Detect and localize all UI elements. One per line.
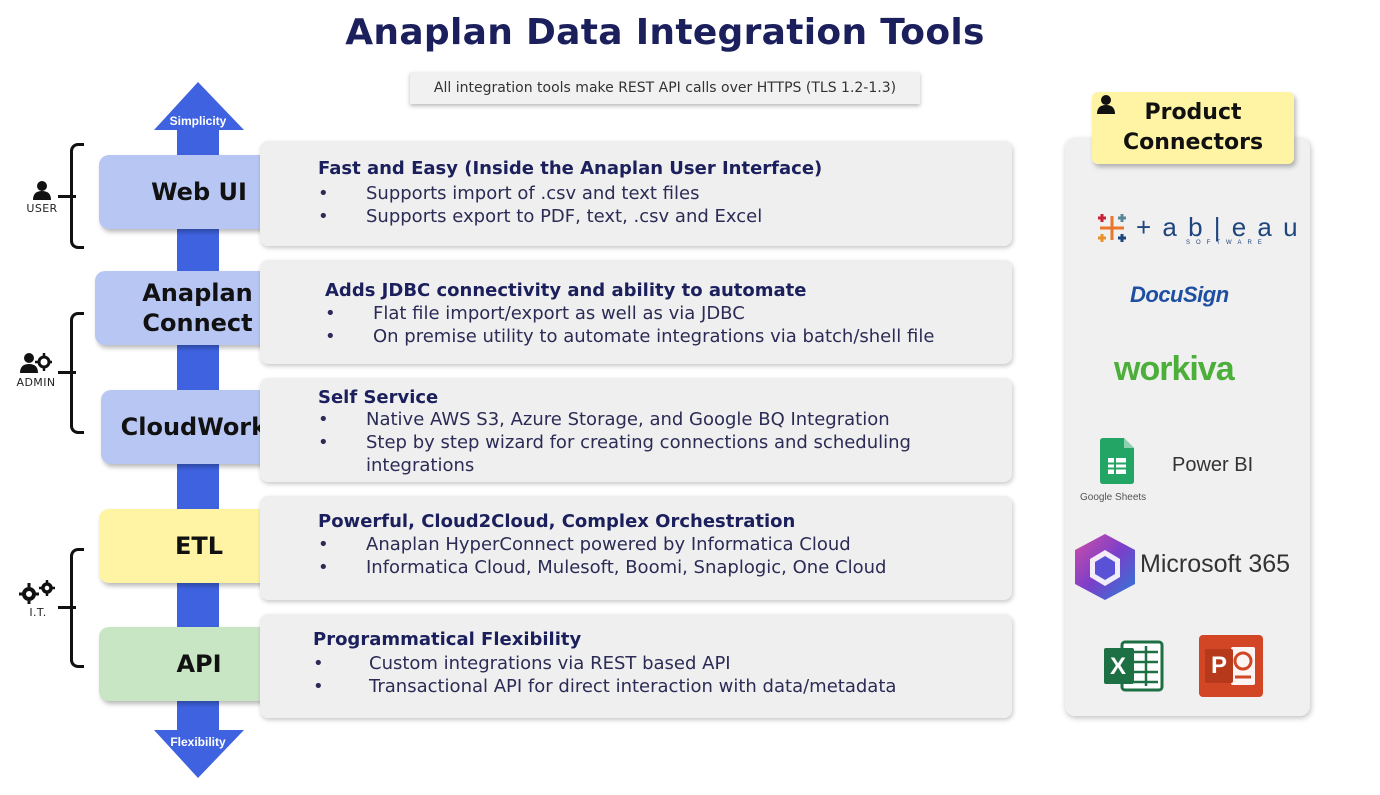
tool-bullets: Anaplan HyperConnect powered by Informat… [318,533,886,579]
page-title: Anaplan Data Integration Tools [345,12,985,53]
microsoft-365-logo: Microsoft 365 [1072,532,1310,602]
excel-icon [1104,640,1164,692]
tool-bullets: Flat file import/export as well as via J… [325,302,934,348]
user-bracket-tick [58,195,76,198]
docusign-logo: DocuSign [1130,282,1260,318]
bullet-item: Transactional API for direct interaction… [313,675,896,698]
role-label: ADMIN [16,376,56,389]
role-user: USER [12,180,72,215]
tool-heading: Fast and Easy (Inside the Anaplan User I… [318,158,823,179]
tool-description-etl: Powerful, Cloud2Cloud, Complex Orchestra… [260,496,1012,600]
powerpoint-icon [1199,635,1263,697]
microsoft-365-icon [1075,534,1135,600]
tableau-subtext: SOFTWARE [1186,240,1268,246]
admin-bracket-tick [58,371,76,374]
tool-description-cloudworks: Self Service Native AWS S3, Azure Storag… [260,378,1012,482]
tool-description-api: Programmatical Flexibility Custom integr… [260,614,1012,718]
tool-heading: Programmatical Flexibility [313,629,582,650]
role-it: I.T. [8,580,68,619]
google-sheets-icon [1100,438,1134,484]
microsoft-365-wordmark: Microsoft 365 [1140,550,1291,578]
bullet-item: Anaplan HyperConnect powered by Informat… [318,533,886,556]
tool-heading: Powerful, Cloud2Cloud, Complex Orchestra… [318,511,796,532]
flexibility-label: Flexibility [170,735,226,749]
role-label: USER [26,202,58,215]
tool-bullets: Custom integrations via REST based API T… [313,652,896,698]
it-bracket-tick [58,606,76,609]
bullet-item: Step by step wizard for creating connect… [318,431,948,477]
google-sheets-wordmark: Google Sheets [1080,492,1147,503]
bullet-item: Custom integrations via REST based API [313,652,896,675]
bullet-item: Native AWS S3, Azure Storage, and Google… [318,408,948,431]
tableau-icon [1098,214,1126,242]
user-icon [1097,95,1115,114]
tableau-wordmark: + a b | e a u [1136,212,1300,242]
power-bi-logo: Power BI [1172,454,1282,482]
arrow-head-down [154,730,244,778]
product-connectors-panel [1065,138,1310,716]
subtitle-banner: All integration tools make REST API call… [410,72,920,104]
google-sheets-logo: Google Sheets [1080,438,1164,508]
excel-letter: X [1110,653,1127,680]
user-icon [33,181,51,200]
bullet-item: Flat file import/export as well as via J… [325,302,934,325]
workiva-wordmark: workiva [1114,350,1235,388]
tool-description-anaplan-connect: Adds JDBC connectivity and ability to au… [260,260,1012,364]
admin-gear-icon [20,353,52,373]
tool-bullets: Supports import of .csv and text files S… [318,182,762,228]
excel-logo: X [1104,640,1164,692]
tool-bullets: Native AWS S3, Azure Storage, and Google… [318,408,948,477]
bullet-item: Supports export to PDF, text, .csv and E… [318,205,762,228]
powerpoint-letter: P [1211,652,1228,679]
tableau-logo: + a b | e a u SOFTWARE [1094,210,1298,250]
bullet-item: On premise utility to automate integrati… [325,325,934,348]
gears-icon [19,580,55,604]
powerpoint-logo: P [1199,635,1263,697]
power-bi-wordmark: Power BI [1172,454,1254,476]
tool-description-web-ui: Fast and Easy (Inside the Anaplan User I… [260,141,1012,246]
arrow-head-up [154,82,244,130]
workiva-logo: workiva [1114,350,1264,390]
tool-heading: Self Service [318,387,439,408]
bullet-item: Informatica Cloud, Mulesoft, Boomi, Snap… [318,556,886,579]
docusign-wordmark: DocuSign [1130,282,1229,307]
tool-heading: Adds JDBC connectivity and ability to au… [325,280,807,301]
role-label: I.T. [29,606,47,619]
product-connectors-title-text: Product Connectors [1122,100,1264,155]
bullet-item: Supports import of .csv and text files [318,182,762,205]
simplicity-label: Simplicity [170,114,227,128]
product-connectors-title: Product Connectors [1092,92,1294,164]
role-admin: ADMIN [6,352,66,389]
